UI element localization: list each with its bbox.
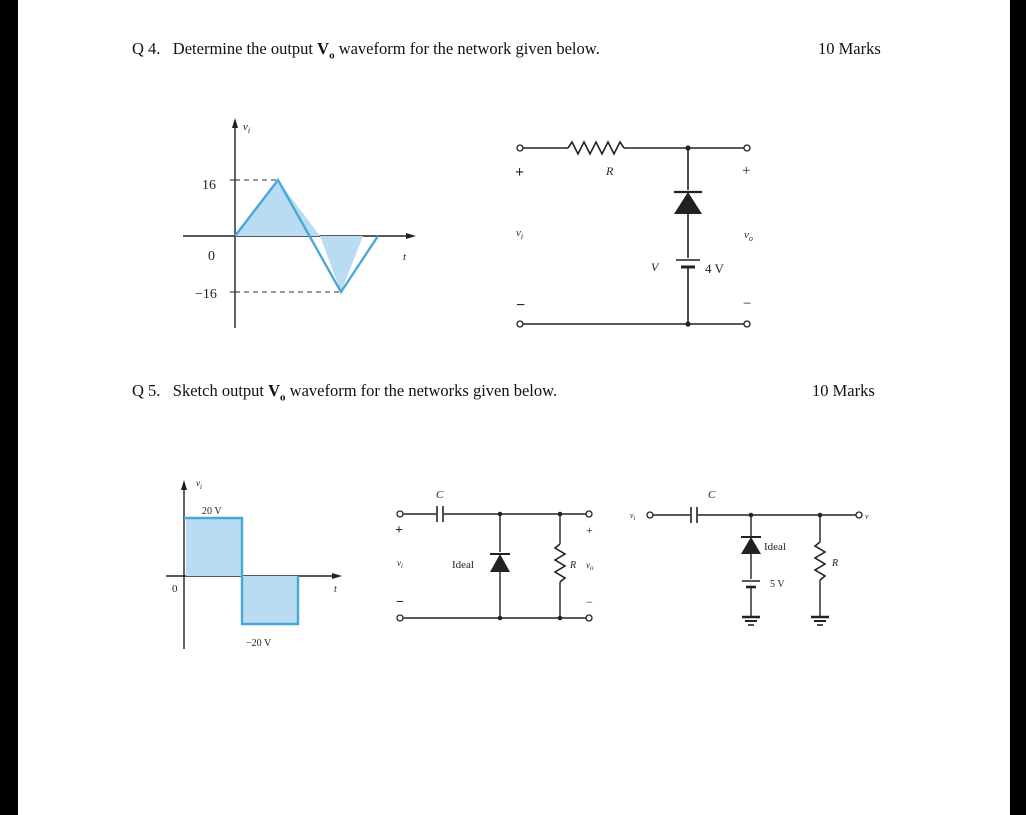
q5c1-cap-label: C [436, 489, 444, 501]
q5-circuit-2: vi v C Ideal 5 V R [630, 489, 869, 626]
q5c1-minus-out: − [586, 595, 593, 609]
q4-axis-label: vi [243, 121, 250, 135]
question-sheet: Q 4. Determine the output Vo waveform fo… [18, 0, 1010, 815]
q5-negative-pulse [242, 576, 298, 624]
q5c1-resistor-label: R [569, 560, 576, 571]
q5c1-plus-in: + [395, 523, 403, 538]
q4-output-top-terminal [743, 144, 751, 152]
q4-vo: Vo [317, 39, 335, 62]
q4-text-before: Determine the output [172, 39, 318, 58]
q5-text-before: Sketch output [172, 381, 269, 400]
q4-marks: 10 Marks [818, 39, 881, 58]
q5-waveform-line [184, 516, 300, 626]
q5c1-output-top-terminal [585, 510, 593, 518]
q4-diode-icon [674, 192, 702, 214]
q5c2-resistor-label: R [831, 558, 838, 569]
q4-input-top-terminal [516, 144, 524, 152]
q4-battery-label-left: V [651, 260, 660, 274]
q5c1-diode-label: Ideal [452, 559, 474, 571]
q5-time-arrow-icon [332, 573, 342, 579]
q4-waveform-line [234, 177, 380, 295]
q4-input-waveform: vi t 16 0 −16 [183, 118, 416, 328]
q5-bottom-value: −20 V [246, 638, 272, 649]
q4-plus-in: + [515, 164, 524, 181]
q5c2-cap-label: C [708, 489, 716, 501]
q4-heading: Q 4. Determine the output Vo waveform fo… [132, 39, 600, 61]
q5-number: Q 5. [132, 381, 161, 400]
q5c2-output-terminal [855, 511, 863, 519]
q5c1-resistor [553, 543, 567, 583]
q5c2-battery-value: 5 V [770, 579, 785, 590]
q4-y-zero: 0 [208, 249, 215, 264]
q5-axis-label: vi [196, 478, 202, 491]
q4-input-bottom-terminal [516, 320, 524, 328]
q4-axis-arrow-icon [232, 118, 238, 128]
q5-circuit-1: C Ideal R + vi − + vo − [395, 489, 594, 622]
q4-resistor-label: R [605, 164, 614, 178]
q4-battery-value: 4 V [705, 261, 725, 276]
q5c2-diode-label: Ideal [764, 541, 786, 553]
q5-positive-pulse [186, 518, 242, 576]
q5-text-after: waveform for the networks given below. [285, 381, 558, 400]
q4-number: Q 4. [132, 39, 161, 58]
q5-axis-arrow-icon [181, 480, 187, 490]
q4-vin-label: vi [516, 227, 523, 241]
q5-top-value: 20 V [202, 506, 222, 517]
q4-positive-lobe [235, 180, 320, 236]
q4-text-after: waveform for the network given below. [334, 39, 600, 58]
q4-negative-lobe [320, 236, 363, 292]
q5-marks: 10 Marks [812, 381, 875, 400]
q5c2-vin-label: vi [630, 511, 636, 522]
q4-output-bottom-terminal [743, 320, 751, 328]
q4-resistor [567, 140, 625, 156]
q5c1-diode-icon [490, 554, 510, 572]
q5c1-minus-in: − [396, 595, 404, 610]
q5c2-vout-label: v [865, 512, 869, 521]
q5c2-input-terminal [646, 511, 654, 519]
q5-input-waveform: vi t 0 20 V −20 V [166, 478, 342, 649]
q5c1-output-bottom-terminal [585, 614, 593, 622]
q4-minus-out: − [743, 296, 751, 312]
q5-y-zero: 0 [172, 583, 178, 595]
q5c1-vin-label: vi [397, 558, 403, 570]
q5c1-input-top-terminal [396, 510, 404, 518]
q5c1-vout-label: vo [586, 560, 594, 572]
q4-plus-out: + [742, 163, 750, 179]
q4-time-label: t [403, 251, 407, 263]
q5c1-input-bottom-terminal [396, 614, 404, 622]
q4-y-bottom: −16 [195, 287, 217, 302]
q4-time-arrow-icon [406, 233, 416, 239]
q4-y-top: 16 [202, 178, 216, 193]
q5c2-diode-icon [741, 537, 761, 554]
q5c2-resistor [813, 541, 827, 581]
q4-circuit: R V 4 V + vi − + vo − [515, 140, 753, 328]
q5-time-label: t [334, 584, 337, 595]
q5c1-plus-out: + [586, 523, 593, 537]
q5-vo: Vo [268, 381, 286, 404]
q4-minus-in: − [516, 297, 525, 314]
q4-vout-label: vo [744, 229, 753, 243]
q5-heading: Q 5. Sketch output Vo waveform for the n… [132, 381, 557, 403]
